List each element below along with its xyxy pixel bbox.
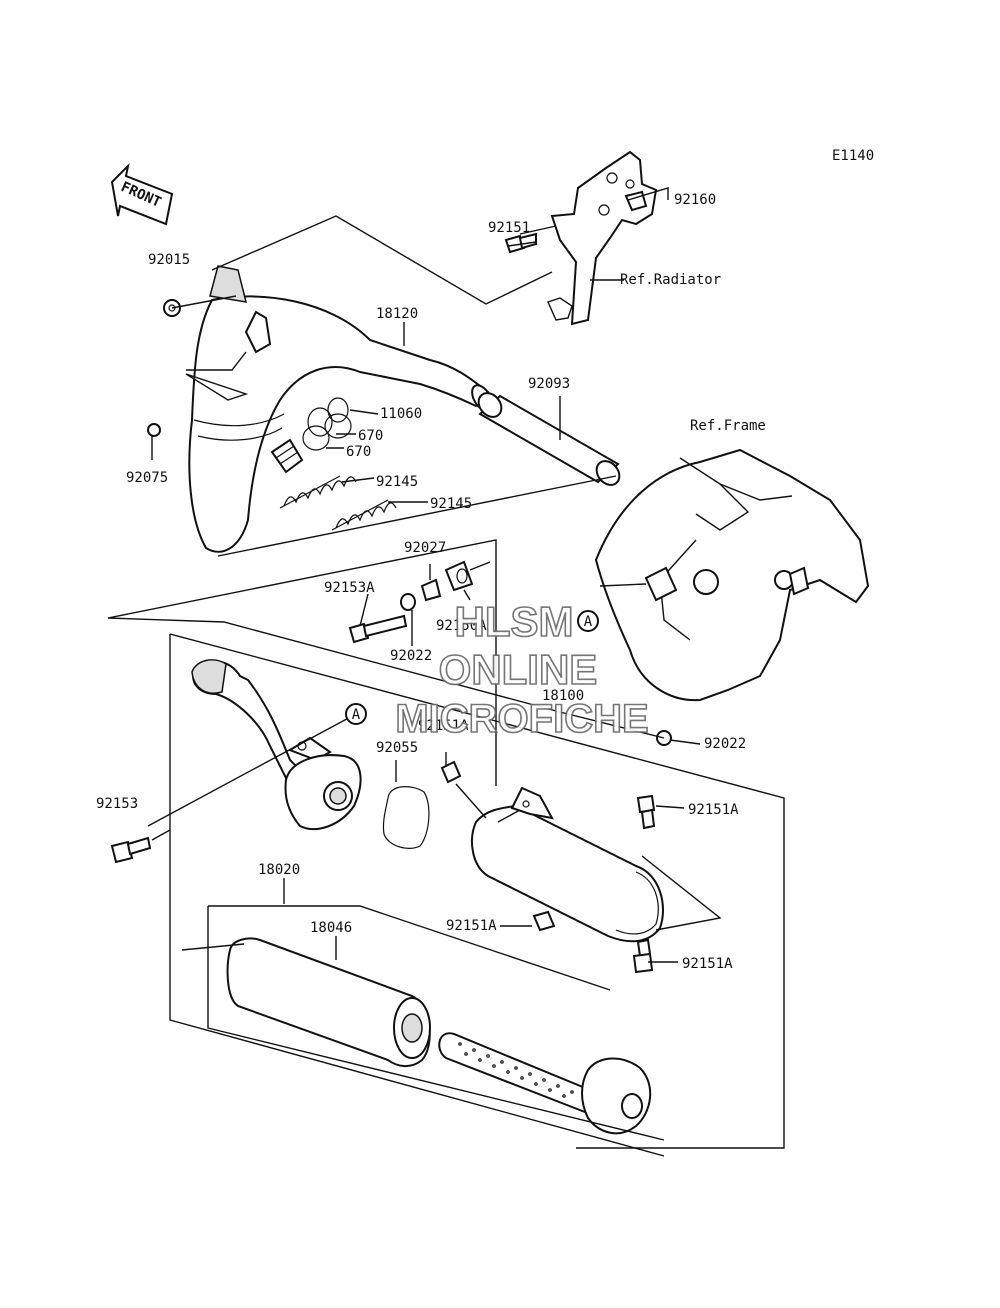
- spring-92145-lower: [331, 499, 397, 531]
- part-label-92151A-top: 92151A: [418, 718, 469, 734]
- spring-92145-upper: [279, 475, 357, 509]
- callout-a-frame: A: [577, 610, 599, 632]
- exhaust-chamber: [191, 659, 362, 831]
- part-label-92151A-right-upper: 92151A: [688, 802, 739, 818]
- watermark-line-3: MICROFICHE: [395, 697, 648, 741]
- leader-lines: [107, 187, 785, 1157]
- part-label-92145-lower: 92145: [430, 496, 472, 512]
- part-label-92151A-bottom: 92151A: [446, 918, 497, 934]
- mount-hardware-upper: [348, 560, 474, 644]
- silencer-18100: [440, 760, 664, 943]
- callout-a-frame-letter: A: [584, 614, 593, 630]
- bolt-92151A-right-lower: [632, 938, 654, 974]
- radiator-bracket: [547, 150, 658, 326]
- part-label-92153: 92153: [96, 796, 138, 812]
- part-label-92150A: 92150A: [436, 618, 487, 634]
- part-label-18046: 18046: [310, 920, 352, 936]
- part-label-18100: 18100: [542, 688, 584, 704]
- front-arrow-icon: FRONT: [110, 162, 174, 226]
- part-label-92022-right: 92022: [704, 736, 746, 752]
- diagram-code: E1140: [832, 148, 874, 164]
- bolt-92151A-right-upper: [636, 794, 656, 830]
- watermark-line-1: HLSM: [455, 598, 574, 645]
- ref-frame-label: Ref.Frame: [690, 418, 766, 434]
- part-label-670-upper: 670: [358, 428, 383, 444]
- ref-radiator-label: Ref.Radiator: [620, 272, 721, 288]
- part-label-92055: 92055: [376, 740, 418, 756]
- part-label-18120: 18120: [376, 306, 418, 322]
- part-label-92151A-right-lower: 92151A: [682, 956, 733, 972]
- gasket-92055: [382, 786, 430, 849]
- part-label-92153A: 92153A: [324, 580, 375, 596]
- part-label-92160: 92160: [674, 192, 716, 208]
- part-label-18020: 18020: [258, 862, 300, 878]
- connector-pipe-92093: [477, 392, 621, 486]
- watermark: HLSM ONLINE MICROFICHE: [395, 597, 650, 742]
- part-label-92022-left: 92022: [390, 648, 432, 664]
- callout-a-chamber: A: [345, 703, 367, 725]
- callout-a-chamber-letter: A: [352, 707, 361, 723]
- watermark-line-2: ONLINE: [439, 646, 598, 693]
- grommet: [270, 438, 304, 474]
- part-label-670-lower: 670: [346, 444, 371, 460]
- part-label-11060: 11060: [380, 406, 422, 422]
- part-label-92015: 92015: [148, 252, 190, 268]
- part-label-92075: 92075: [126, 470, 168, 486]
- part-label-92151: 92151: [488, 220, 530, 236]
- bolt-92151A-bottom: [532, 910, 556, 932]
- gasket-rings: [302, 397, 352, 451]
- part-label-92145-upper: 92145: [376, 474, 418, 490]
- bolt-92153: [110, 836, 152, 864]
- silencer-core-18046: [226, 937, 652, 1135]
- frame: [594, 448, 870, 702]
- part-label-92093: 92093: [528, 376, 570, 392]
- part-label-92027: 92027: [404, 540, 446, 556]
